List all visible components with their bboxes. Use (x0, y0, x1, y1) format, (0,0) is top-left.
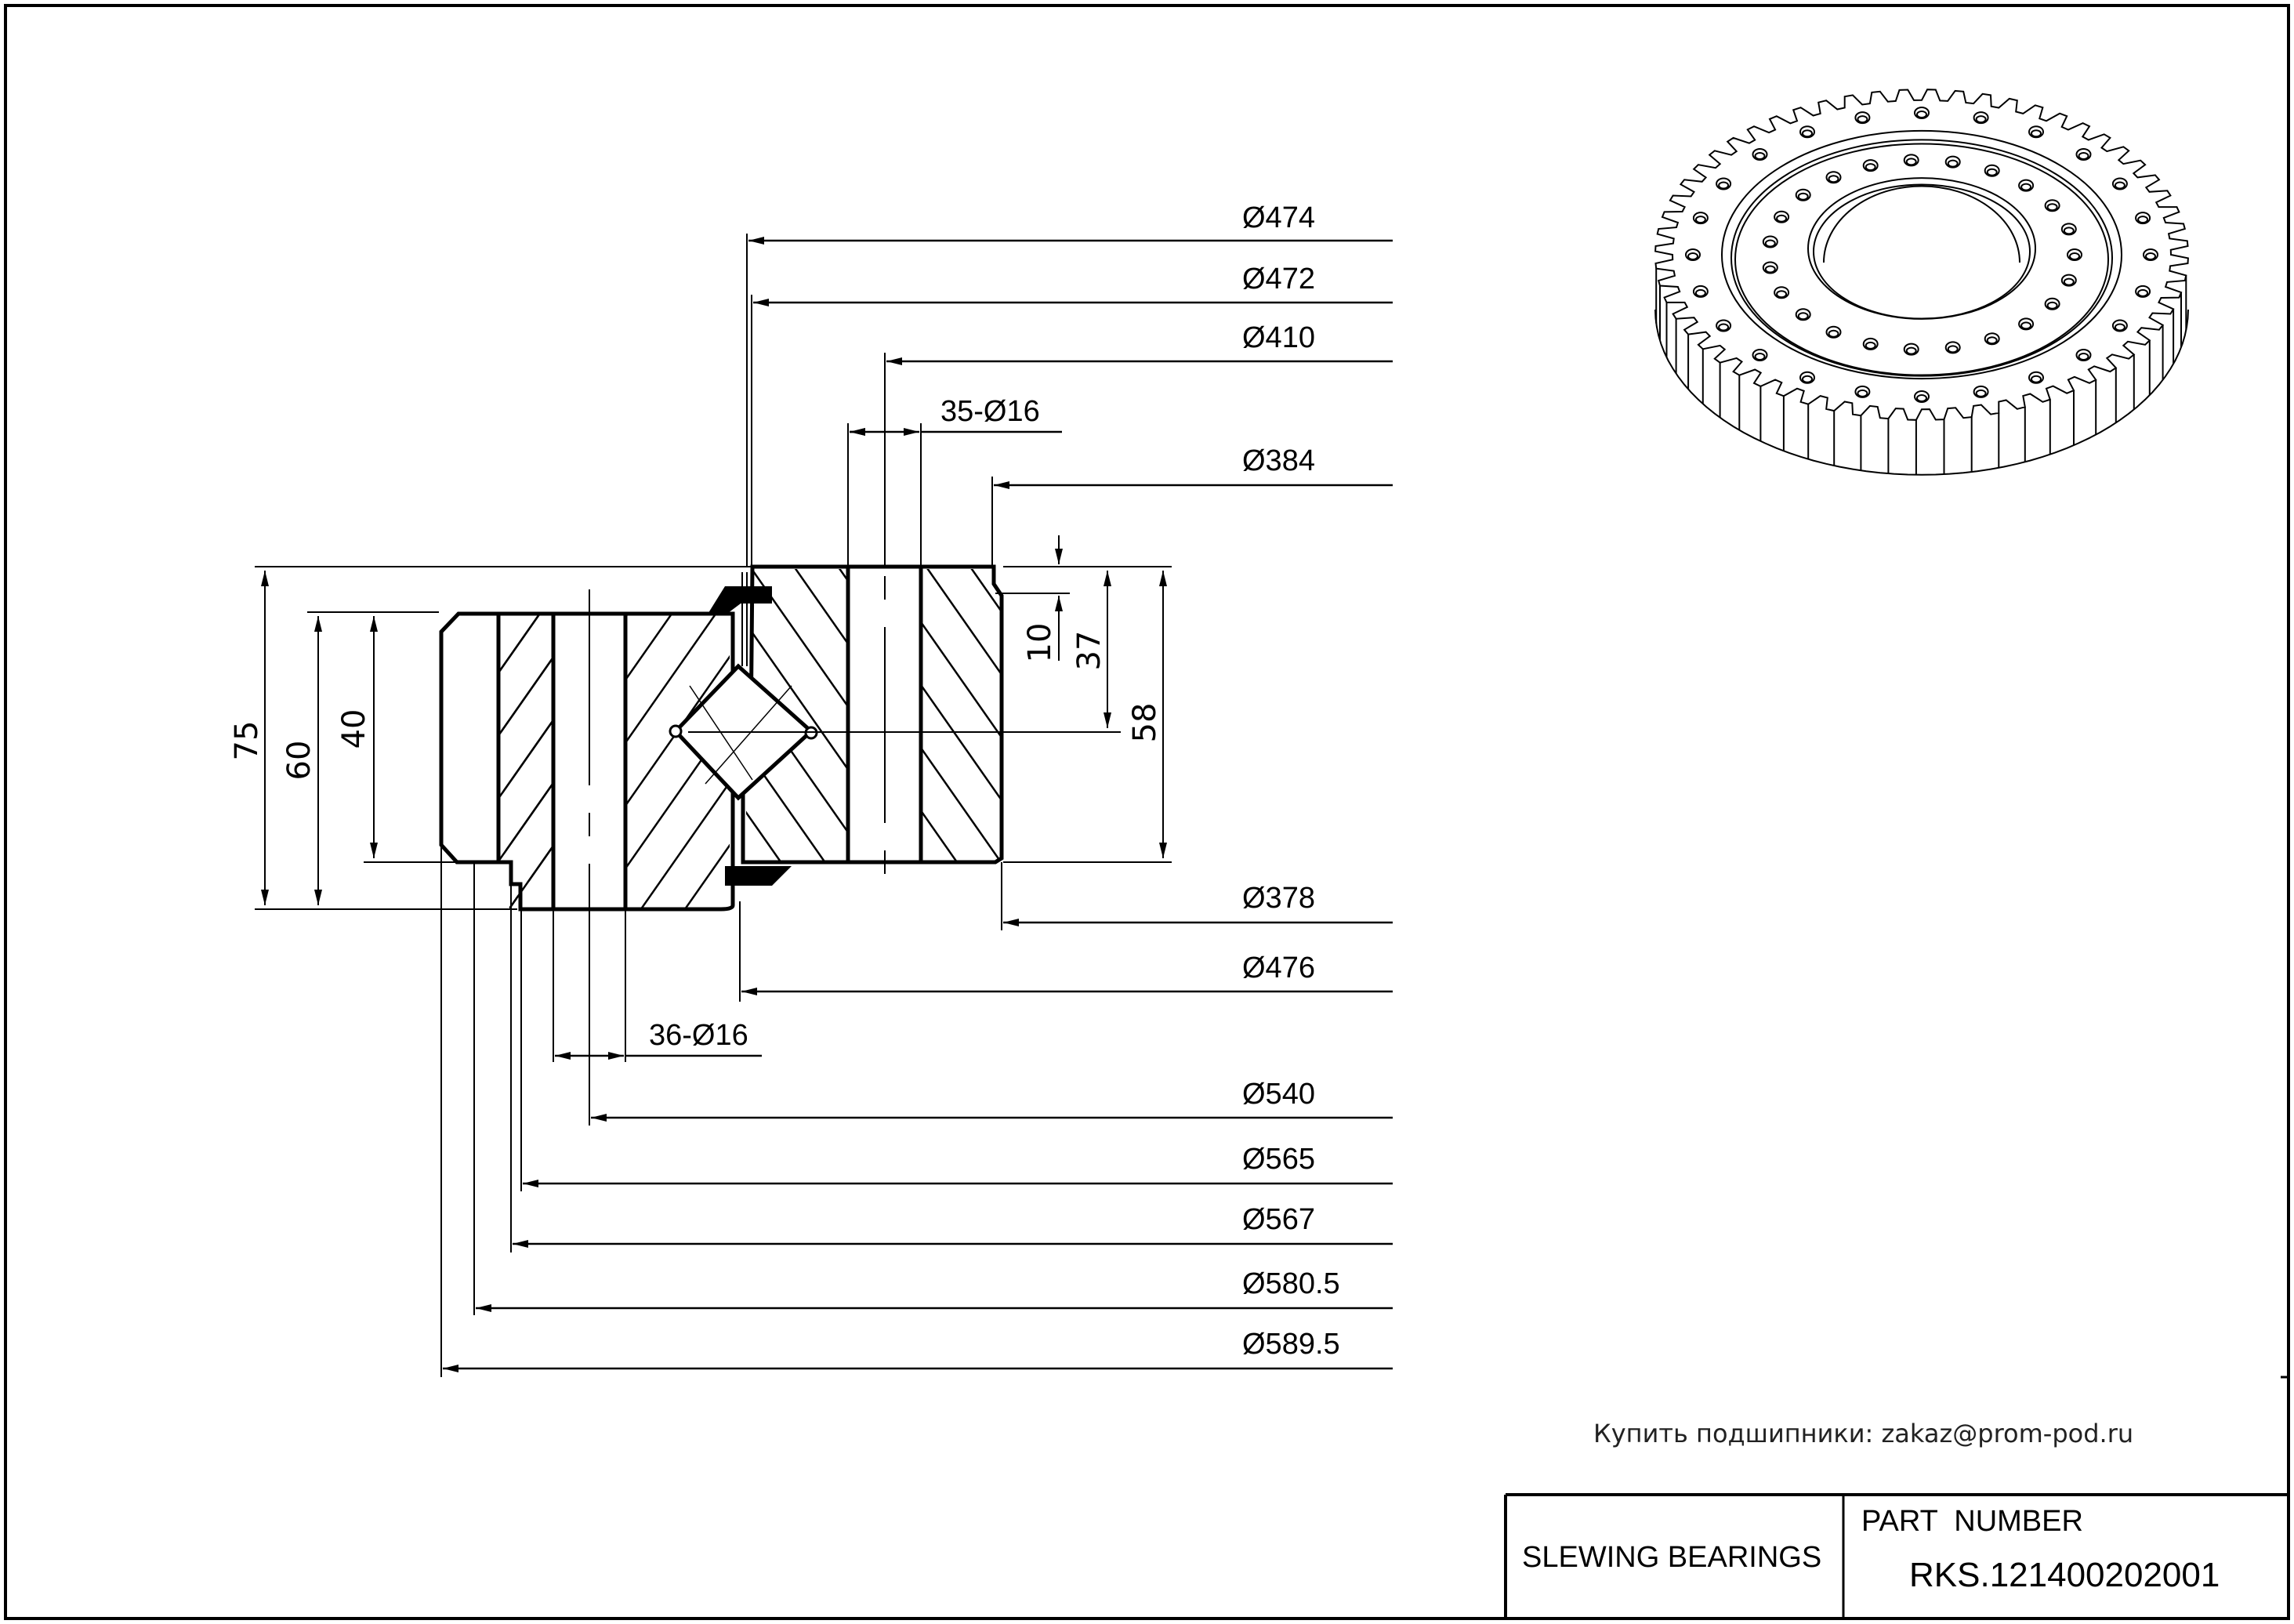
inner-mounting-hole-inner (2063, 277, 2075, 286)
outer-mounting-hole-inner (1802, 375, 1813, 383)
dim-567-label: Ø567 (1242, 1203, 1315, 1236)
part-number-value: RKS.121400202001 (1909, 1556, 2220, 1594)
sheet-border (4, 4, 2290, 1620)
diameter-dims-bottom: Ø378 Ø476 36-Ø16 Ø540 Ø565 Ø567 Ø580.5 Ø… (440, 845, 1393, 1377)
outer-mounting-hole-inner (1694, 216, 1706, 224)
dim-37-label: 37 (1071, 631, 1107, 671)
inner-mounting-hole-inner (1947, 159, 1959, 168)
outer-ring-hatch-a (498, 615, 553, 908)
gear-side-bottom-edge (1654, 309, 2189, 476)
inner-mounting-hole-inner (1947, 345, 1959, 353)
cross-section (439, 353, 1117, 1097)
dim-410-label: Ø410 (1242, 321, 1315, 354)
outer-mounting-hole-inner (2145, 252, 2156, 260)
outer-mounting-hole-inner (1687, 252, 1698, 260)
outer-mounting-hole-inner (1754, 353, 1766, 361)
inner-mounting-hole-inner (2020, 321, 2032, 330)
outer-mounting-hole-inner (1802, 129, 1813, 138)
seal-top (707, 586, 772, 615)
outer-mounting-hole-inner (1694, 288, 1706, 297)
outer-mounting-hole-inner (2137, 216, 2149, 224)
outer-mounting-hole-inner (2078, 152, 2089, 160)
outer-mounting-hole-inner (2114, 181, 2125, 190)
dim-10-label: 10 (1022, 623, 1058, 663)
inner-ring-bore-chamfer (1813, 183, 2031, 320)
dim-60-label: 60 (281, 741, 317, 781)
outer-mounting-hole-inner (1916, 394, 1927, 402)
gear-teeth-top (1654, 89, 2189, 421)
outer-mounting-hole-inner (1718, 181, 1730, 190)
inner-mounting-hole-inner (1828, 175, 1839, 183)
inner-mounting-hole-inner (2063, 227, 2075, 235)
inner-ring-hatch-a (746, 569, 848, 861)
dim-472-label: Ø472 (1242, 263, 1315, 295)
hole-callout-36: 36-Ø16 (649, 1019, 748, 1052)
dim-384-label: Ø384 (1242, 444, 1315, 477)
plug-left (669, 724, 683, 738)
inner-mounting-hole-inner (1905, 158, 1917, 166)
outer-mounting-hole-inner (1975, 115, 1987, 124)
inner-ring-hatch-b (922, 569, 1000, 861)
inner-mounting-hole-inner (1776, 214, 1788, 223)
outer-ring-inner-edge (1721, 129, 2122, 380)
hole-callout-35: 35-Ø16 (940, 395, 1040, 428)
inner-mounting-hole-inner (2020, 183, 2032, 191)
dim-40-label: 40 (336, 709, 372, 749)
product-type-label: SLEWING BEARINGS (1522, 1541, 1821, 1574)
inner-mounting-hole-inner (2069, 252, 2080, 260)
outer-mounting-hole-inner (2137, 288, 2149, 297)
dim-589-5-label: Ø589.5 (1242, 1328, 1340, 1361)
outer-mounting-hole-inner (1857, 389, 1868, 397)
part-number-heading: PART NUMBER (1861, 1505, 2083, 1538)
inner-mounting-hole-inner (1764, 265, 1776, 274)
dim-540-label: Ø540 (1242, 1078, 1315, 1111)
outer-mounting-hole-inner (2114, 323, 2125, 332)
outer-mounting-hole-inner (1754, 152, 1766, 160)
inner-mounting-hole-inner (1797, 312, 1809, 321)
diameter-dims-top: Ø474 Ø472 Ø410 35-Ø16 Ø384 (746, 201, 1393, 666)
roller-cross-2 (705, 685, 792, 785)
outer-mounting-hole-inner (1916, 111, 1927, 118)
bore-inner-wall (1823, 185, 2020, 263)
outer-mounting-hole-inner (1975, 389, 1987, 397)
inner-mounting-hole-inner (1764, 239, 1776, 248)
dim-58-label: 58 (1127, 703, 1163, 743)
inner-mounting-hole-inner (1986, 168, 1998, 176)
seal-bottom (725, 866, 792, 886)
inner-mounting-hole-inner (1865, 341, 1876, 350)
inner-mounting-hole-inner (1865, 163, 1876, 172)
outer-mounting-hole-inner (2031, 375, 2042, 383)
inner-mounting-hole-inner (1776, 290, 1788, 299)
seal-ring-outer (1730, 139, 2113, 377)
seal-ring-inner (1734, 143, 2109, 376)
dim-378-label: Ø378 (1242, 882, 1315, 915)
inner-mounting-hole-inner (1797, 192, 1809, 201)
dim-476-label: Ø476 (1242, 952, 1315, 984)
outer-mounting-hole-inner (2031, 129, 2042, 138)
dim-75-label: 75 (229, 721, 265, 761)
title-block: SLEWING BEARINGS PART NUMBER RKS.1214002… (1504, 1493, 2289, 1619)
inner-mounting-hole-inner (2046, 301, 2058, 310)
inner-mounting-hole-inner (1828, 329, 1839, 338)
height-dims-right: 10 37 58 (1003, 535, 1172, 863)
dim-565-label: Ø565 (1242, 1143, 1315, 1176)
dim-580-5-label: Ø580.5 (1242, 1267, 1340, 1300)
outer-mounting-hole-inner (1718, 323, 1730, 332)
inner-mounting-hole-inner (1986, 336, 1998, 345)
height-dims-left: 75 60 40 (229, 566, 752, 910)
dim-474-label: Ø474 (1242, 201, 1315, 234)
inner-mounting-hole-inner (1905, 346, 1917, 355)
outer-mounting-hole-inner (2078, 353, 2089, 361)
outer-mounting-hole-inner (1857, 115, 1868, 124)
isometric-bearing-view (1654, 89, 2189, 476)
contact-note: Купить подшипники: zakaz@prom-pod.ru (1593, 1419, 2133, 1448)
inner-mounting-hole-inner (2046, 203, 2058, 212)
